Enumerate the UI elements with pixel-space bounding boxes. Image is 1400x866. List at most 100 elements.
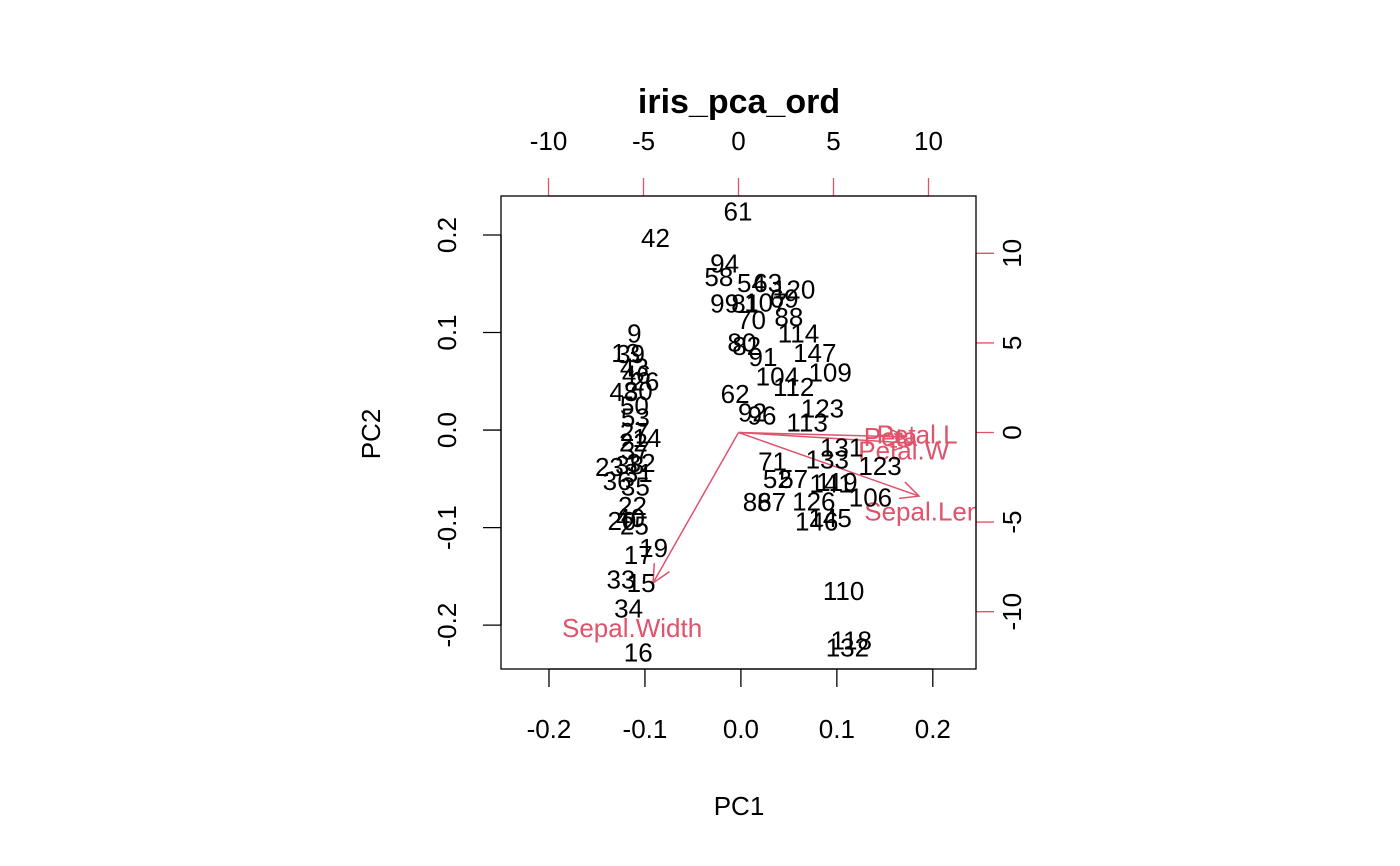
point-label: 119 (816, 467, 857, 497)
point-label: 57 (779, 464, 808, 494)
chart-title: iris_pca_ord (638, 83, 840, 121)
point-label: 52 (763, 464, 792, 494)
point-label: 46 (622, 359, 651, 389)
x-axis-label: PC1 (714, 791, 765, 821)
right-tick-label: 5 (997, 336, 1027, 350)
point-label: 82 (732, 331, 761, 361)
top-tick-label: -10 (530, 126, 568, 156)
point-label: 92 (738, 398, 767, 428)
x-tick-label: 0.1 (819, 714, 855, 744)
point-label: 63 (753, 268, 782, 298)
y-tick-label: -0.1 (432, 505, 462, 550)
point-label: 22 (619, 428, 648, 458)
plot-frame (500, 195, 977, 670)
point-label: 71 (758, 446, 787, 476)
point-label: 22 (618, 491, 647, 521)
loading-arrow-shaft (738, 431, 912, 444)
point-label: 17 (624, 540, 653, 570)
point-label: 133 (806, 444, 849, 474)
top-tick-label: 10 (914, 126, 943, 156)
point-label: 54 (737, 268, 766, 298)
point-label: 40 (616, 503, 645, 533)
point-label: 31 (624, 458, 653, 488)
point-label: 20 (607, 506, 636, 536)
point-label: 36 (603, 466, 632, 496)
point-label: 62 (721, 379, 750, 409)
point-label: 58 (704, 262, 733, 292)
point-label: 118 (831, 626, 872, 656)
point-label: 38 (615, 450, 644, 480)
point-label: 19 (639, 533, 668, 563)
point-label: 50 (620, 391, 649, 421)
point-label: 32 (627, 448, 656, 478)
loading-arrow-head (899, 481, 921, 500)
x-tick-label: -0.1 (623, 714, 668, 744)
point-label: 34 (614, 594, 643, 624)
point-label: 114 (778, 319, 819, 349)
point-label: 69 (770, 283, 799, 313)
point-label: 70 (737, 305, 766, 335)
point-label: 30 (624, 376, 653, 406)
right-tick-label: -10 (997, 593, 1027, 631)
loading-arrow (652, 432, 740, 585)
loading-arrow-shaft (738, 431, 906, 438)
x-tick-label: -0.2 (527, 714, 572, 744)
y-tick-label: -0.2 (432, 603, 462, 648)
x-tick-label: 0.0 (723, 714, 759, 744)
point-label: 81 (731, 288, 760, 318)
point-label: 126 (792, 486, 835, 516)
point-label: 123 (801, 394, 844, 424)
point-label: 27 (620, 417, 649, 447)
point-label: 53 (621, 402, 650, 432)
point-label: 14 (632, 423, 661, 453)
y-tick-label: 0.1 (432, 314, 462, 350)
point-label: 113 (786, 407, 827, 437)
loading-label: Sepal.Width (562, 613, 702, 643)
point-label: 120 (772, 275, 815, 305)
loading-arrow-shaft (652, 432, 740, 584)
point-label: 112 (773, 372, 814, 402)
point-label: 43 (620, 353, 649, 383)
point-label: 131 (820, 433, 863, 463)
point-label: 107 (744, 287, 787, 317)
point-label: 91 (749, 342, 778, 372)
loading-label: Petal.W (858, 435, 949, 465)
point-label: 26 (630, 366, 659, 396)
point-label: 96 (748, 400, 777, 430)
point-label: 33 (606, 564, 635, 594)
y-tick-label: 0.2 (432, 217, 462, 253)
point-label: 37 (621, 436, 650, 466)
loading-arrow (738, 431, 914, 452)
point-label: 146 (795, 507, 838, 537)
y-axis-label: PC2 (356, 409, 386, 460)
loading-arrow-shaft (738, 431, 920, 497)
loading-arrow-head (652, 562, 670, 585)
point-label: 106 (849, 482, 892, 512)
point-label: 35 (621, 472, 650, 502)
point-label: 104 (756, 361, 799, 391)
right-tick-label: 0 (997, 425, 1027, 439)
point-label: 48 (609, 377, 638, 407)
point-label: 61 (724, 197, 753, 227)
point-label: 145 (808, 503, 851, 533)
point-label: 147 (793, 338, 836, 368)
y-axis-left: -0.2-0.10.00.10.2 (432, 217, 502, 648)
point-label: 99 (710, 288, 739, 318)
point-label: 123 (858, 451, 901, 481)
point-label: 25 (620, 511, 649, 541)
point-label: 141 (809, 469, 852, 499)
point-label: 132 (826, 633, 869, 663)
top-tick-label: -5 (632, 126, 655, 156)
point-label: 39 (616, 339, 645, 369)
point-label: 86 (743, 487, 772, 517)
point-label: 87 (757, 487, 786, 517)
point-label: 80 (727, 327, 756, 357)
right-tick-label: 10 (997, 239, 1027, 268)
loading-label: Sepal.Len (864, 496, 981, 526)
